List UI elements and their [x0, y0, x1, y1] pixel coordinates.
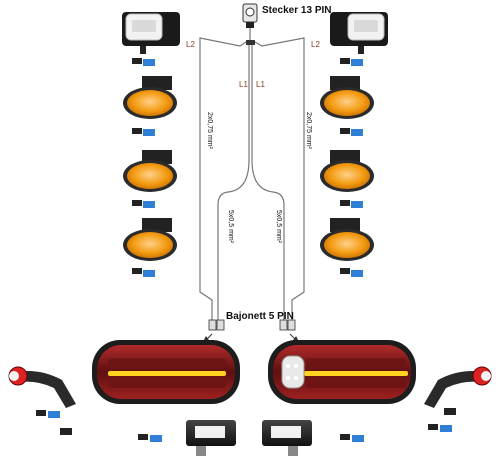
cable-l1-left-label: L1 [239, 80, 248, 89]
cable-spec-5x05-right: 5x0,5 mm² [275, 210, 282, 243]
plate-lamp-right [262, 420, 312, 456]
wire-junctions [246, 40, 255, 45]
cable-spec-2x075-right: 2x0,75 mm² [305, 112, 312, 149]
cable-spec-2x075-left: 2x0,75 mm² [206, 112, 213, 149]
junction-box [246, 40, 255, 45]
rear-lamp-left [92, 340, 240, 404]
rear-lamp-right [268, 340, 416, 404]
side-marker-amber-right-2 [320, 150, 374, 208]
side-marker-amber-right-3 [320, 218, 374, 277]
connector-pair-right-1 [340, 58, 363, 66]
plug-13-pin [243, 4, 257, 28]
outline-stalk-lamp-right [424, 367, 491, 408]
clearance-lamp-white-right [330, 12, 388, 54]
plate-lamp-left [186, 420, 236, 456]
side-marker-amber-left-1 [123, 76, 177, 136]
side-marker-amber-left-3 [123, 218, 177, 277]
outline-stalk-lamp-left [9, 367, 76, 408]
clearance-lamp-white-left [122, 12, 180, 54]
side-marker-amber-right-1 [320, 76, 374, 136]
cable-l2-left-label: L2 [186, 40, 195, 49]
cable-l1-right-label: L1 [256, 80, 265, 89]
cable-spec-5x05-left: 5x0,5 mm² [227, 210, 234, 243]
cable-l2-right-label: L2 [311, 40, 320, 49]
connector-pair-left-1 [132, 58, 155, 66]
bottom-connectors [36, 408, 456, 442]
connector-13-pin-label: Stecker 13 PIN [262, 5, 332, 16]
bayonet-5-pin-label: Bajonett 5 PIN [226, 311, 294, 322]
side-marker-amber-left-2 [123, 150, 177, 208]
wire-harness [200, 28, 304, 322]
